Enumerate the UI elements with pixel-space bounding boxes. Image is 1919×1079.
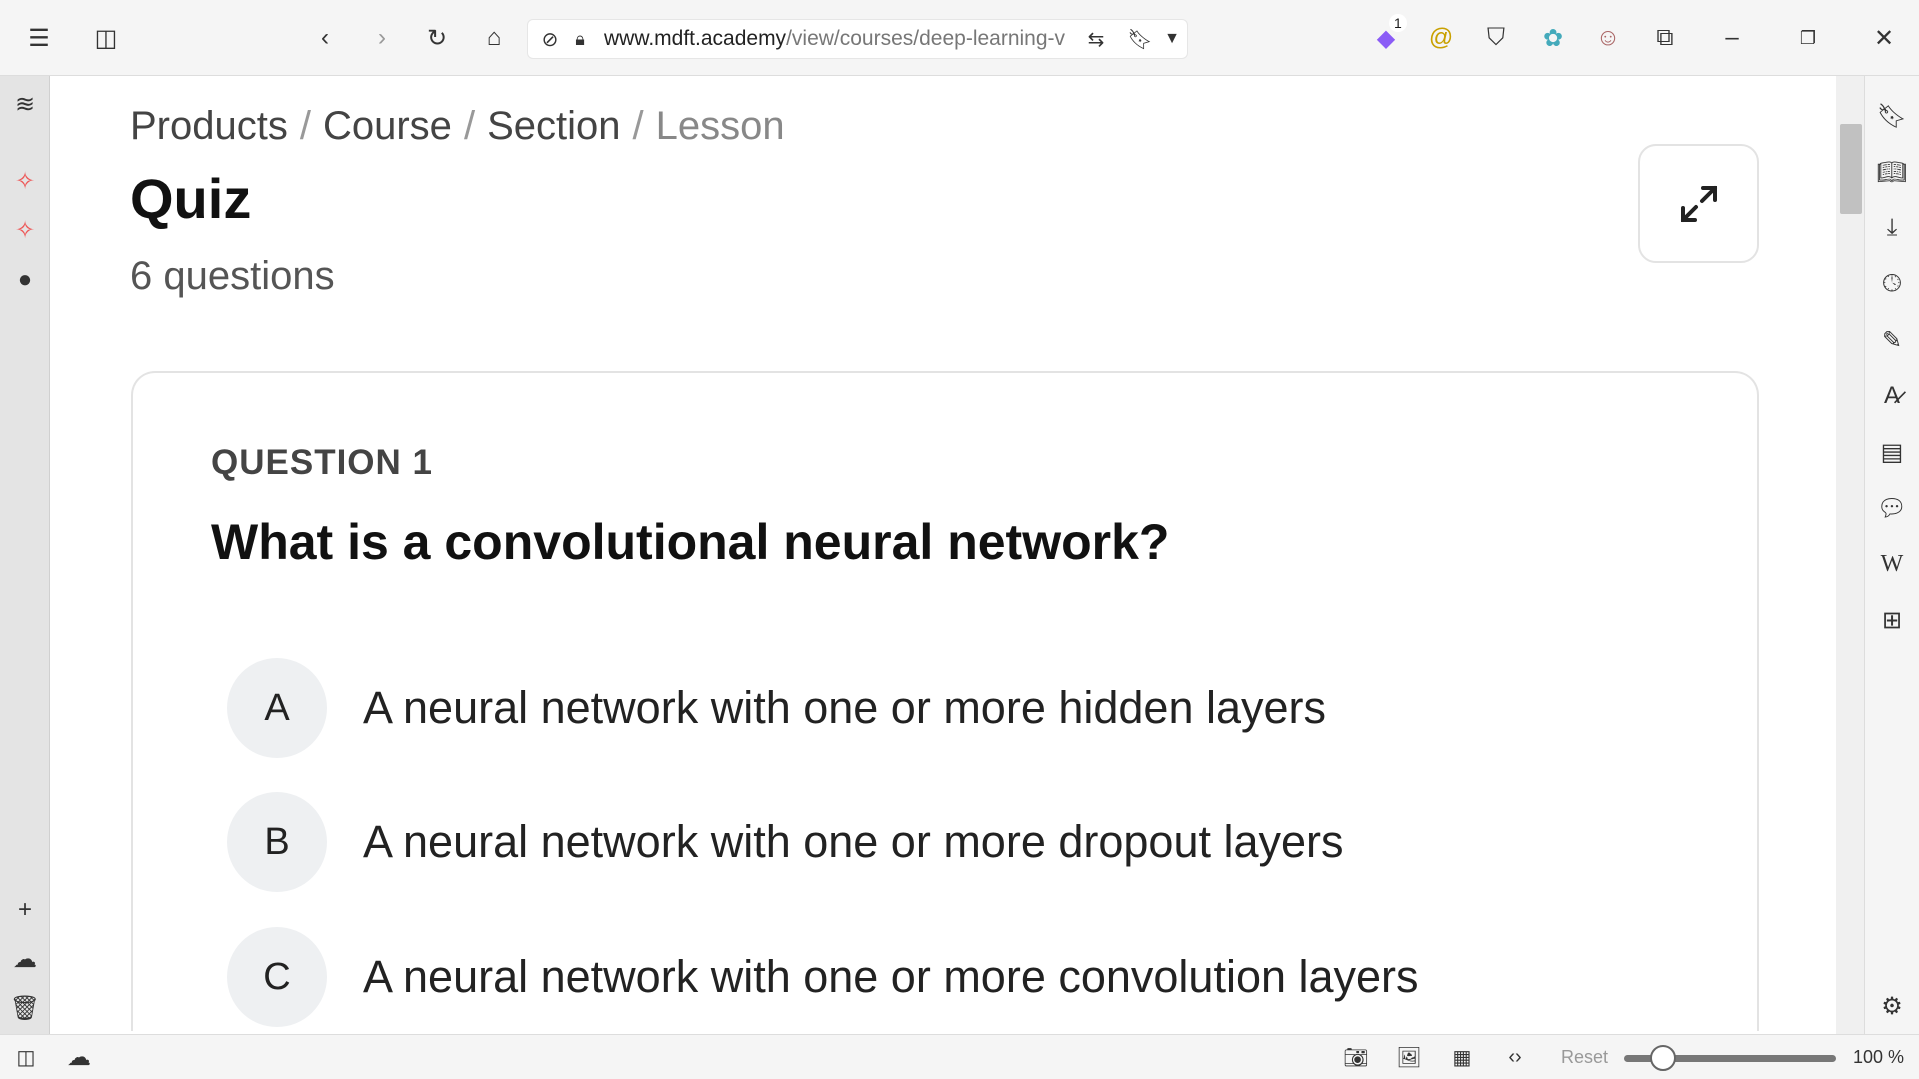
face-extension-icon[interactable]: ☺ (1595, 24, 1621, 51)
layers-icon[interactable]: ≋ (14, 90, 36, 118)
devtools-icon[interactable]: ‹› (1508, 1045, 1522, 1068)
right-sidebar: 🔖︎ 📖︎ ⤓ 🕓︎ ✎ A̷ ▤ 💬︎ W ⊞ ⚙ (1864, 76, 1919, 1034)
option-text: A neural network with one or more dropou… (363, 816, 1344, 867)
history-icon[interactable]: 🕓︎ (1882, 270, 1902, 297)
browser-toolbar: ☰ ◫ ‹ › ↻ ⌂ ⊘ 🔒︎ www.mdft.academy/view/c… (0, 0, 1919, 76)
tiling-icon[interactable]: ▦ (1452, 1046, 1472, 1069)
fullscreen-button[interactable] (1638, 144, 1759, 263)
dropdown-icon[interactable]: ▼ (1164, 30, 1180, 47)
translate-icon[interactable]: ⇆ (1087, 28, 1105, 51)
wikipedia-icon[interactable]: W (1880, 550, 1904, 577)
scrollbar-thumb[interactable] (1840, 124, 1862, 214)
expand-icon (1680, 185, 1717, 222)
left-sidebar: ≋ ✧ ✧ ● + ☁ 🗑︎ (0, 76, 50, 1034)
trash-icon[interactable]: 🗑︎ (9, 994, 41, 1022)
app-icon-1[interactable]: ✧ (14, 167, 36, 195)
sync-cloud-icon[interactable]: ☁ (67, 1043, 91, 1071)
extensions-puzzle-icon[interactable]: ⧉ (1656, 24, 1674, 51)
chat-icon[interactable]: 💬︎ (1876, 494, 1908, 522)
back-icon[interactable]: ‹ (321, 24, 329, 51)
screenshot-icon[interactable]: 📷︎ (1343, 1046, 1369, 1069)
option-text: A neural network with one or more hidden… (363, 682, 1327, 733)
downloads-icon[interactable]: ⤓ (1886, 214, 1898, 241)
reload-icon[interactable]: ↻ (426, 24, 448, 52)
question-label: QUESTION 1 (211, 443, 433, 482)
extension-badge: 1 (1389, 14, 1407, 32)
octopus-extension-icon[interactable]: ✿ (1542, 24, 1564, 52)
option-letter: C (227, 927, 327, 1027)
option-letter: B (227, 792, 327, 892)
option-a[interactable]: A A neural network with one or more hidde… (227, 658, 1326, 758)
bookmark-icon[interactable]: 🔖︎ (1127, 28, 1153, 51)
question-card: QUESTION 1 What is a convolutional neura… (131, 371, 1759, 1031)
breadcrumb-course[interactable]: Course (322, 104, 452, 148)
close-icon[interactable]: ✕ (1873, 24, 1895, 52)
extension-at-icon[interactable]: @ (1428, 24, 1454, 51)
zoom-slider-handle[interactable] (1650, 1045, 1676, 1071)
settings-icon[interactable]: ⚙ (1881, 992, 1903, 1020)
minimize-icon[interactable]: – (1725, 24, 1739, 51)
breadcrumb-section[interactable]: Section (487, 104, 621, 148)
page-title: Quiz (130, 167, 252, 230)
question-text: What is a convolutional neural network? (211, 514, 1170, 570)
add-icon[interactable]: + (17, 896, 32, 923)
image-toggle-icon[interactable]: 🖼︎ (1396, 1046, 1422, 1069)
option-c[interactable]: C A neural network with one or more convo… (227, 927, 1419, 1027)
zoom-level: 100 % (1853, 1047, 1905, 1067)
panel-toggle-icon[interactable]: ◫ (16, 1046, 36, 1069)
home-icon[interactable]: ⌂ (486, 24, 502, 51)
app-icon-2[interactable]: ✧ (14, 216, 36, 244)
reading-list-icon[interactable]: 📖︎ (1876, 158, 1908, 186)
breadcrumb-products[interactable]: Products (130, 104, 288, 148)
menu-icon[interactable]: ☰ (28, 24, 50, 52)
translate-panel-icon[interactable]: A̷ (1883, 382, 1900, 409)
zoom-slider[interactable] (1624, 1055, 1836, 1062)
breadcrumb-lesson: Lesson (655, 104, 785, 148)
sidebar-toggle-icon[interactable]: ◫ (94, 24, 118, 52)
restore-icon[interactable]: ❐ (1799, 27, 1817, 48)
question-count: 6 questions (130, 254, 335, 298)
url-path: /view/courses/deep-learning-v (786, 27, 1066, 50)
ublock-shield-icon[interactable]: ⛉ (1487, 24, 1505, 51)
page-content: Products/Course/Section/Lesson Quiz 6 qu… (50, 76, 1836, 1034)
status-bar: ◫ ☁ 📷︎ 🖼︎ ▦ ‹› Reset 100 % (0, 1034, 1919, 1079)
add-panel-icon[interactable]: ⊞ (1881, 606, 1903, 634)
extension-icon[interactable]: ◆ (1376, 24, 1396, 52)
option-b[interactable]: B A neural network with one or more dropo… (227, 792, 1344, 892)
zoom-reset-button[interactable]: Reset (1561, 1047, 1609, 1067)
github-icon[interactable]: ● (17, 266, 33, 293)
tracking-off-icon[interactable]: ⊘ (541, 28, 559, 51)
bookmarks-icon[interactable]: 🔖︎ (1876, 102, 1908, 130)
url-domain: www.mdft.academy (604, 27, 787, 50)
option-letter: A (227, 658, 327, 758)
forward-icon[interactable]: › (378, 24, 386, 51)
breadcrumb: Products/Course/Section/Lesson (130, 104, 785, 148)
lock-icon[interactable]: 🔒︎ (575, 28, 585, 49)
calendar-icon[interactable]: ▤ (1880, 438, 1904, 466)
option-text: A neural network with one or more convol… (363, 951, 1419, 1002)
address-bar[interactable]: ⊘ 🔒︎ www.mdft.academy/view/courses/deep-… (527, 19, 1188, 59)
cloud-icon[interactable]: ☁ (13, 945, 37, 973)
scrollbar[interactable] (1836, 76, 1864, 1034)
notes-icon[interactable]: ✎ (1881, 326, 1903, 354)
